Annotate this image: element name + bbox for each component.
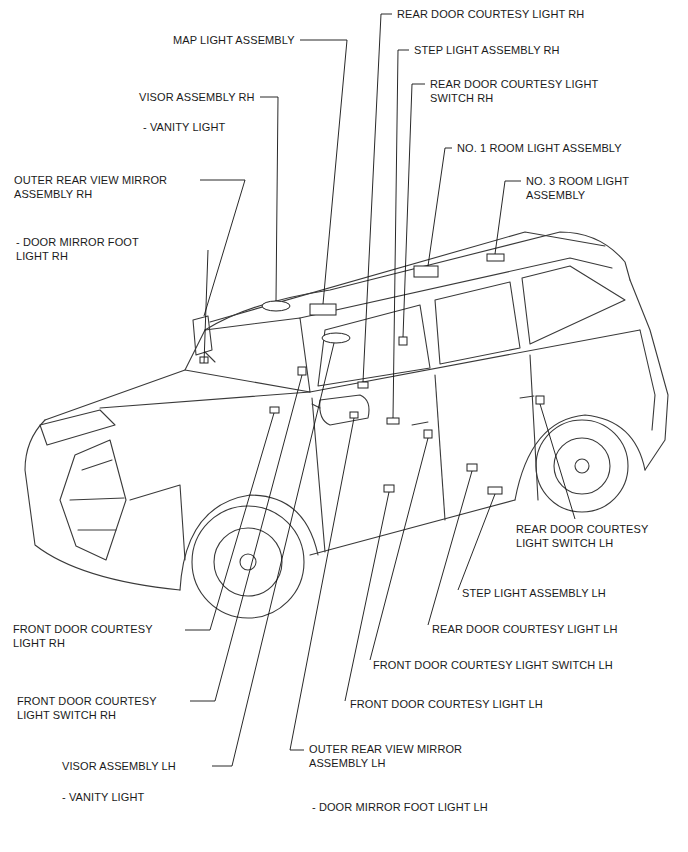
part-label: - VANITY LIGHT (62, 790, 144, 804)
part-label: STEP LIGHT ASSEMBLY RH (414, 43, 560, 57)
part-label: NO. 1 ROOM LIGHT ASSEMBLY (457, 141, 622, 155)
part-label: FRONT DOOR COURTESY LIGHT RH (13, 622, 173, 650)
part-label: NO. 3 ROOM LIGHT ASSEMBLY (526, 174, 656, 202)
part-label: FRONT DOOR COURTESY LIGHT LH (350, 697, 543, 711)
part-label: - DOOR MIRROR FOOT LIGHT RH (16, 235, 156, 263)
part-label: OUTER REAR VIEW MIRROR ASSEMBLY LH (309, 742, 479, 770)
part-label: VISOR ASSEMBLY LH (62, 759, 176, 773)
part-label: STEP LIGHT ASSEMBLY LH (462, 586, 606, 600)
part-label: REAR DOOR COURTESY LIGHT SWITCH RH (430, 77, 630, 105)
part-label: REAR DOOR COURTESY LIGHT LH (432, 622, 617, 636)
part-label: - DOOR MIRROR FOOT LIGHT LH (312, 800, 488, 814)
part-label: REAR DOOR COURTESY LIGHT SWITCH LH (516, 522, 666, 550)
part-label: VISOR ASSEMBLY RH (139, 90, 255, 104)
part-label: FRONT DOOR COURTESY LIGHT SWITCH RH (17, 694, 177, 722)
part-label: MAP LIGHT ASSEMBLY (173, 33, 295, 47)
part-label: REAR DOOR COURTESY LIGHT RH (397, 7, 584, 21)
part-label: - VANITY LIGHT (143, 120, 225, 134)
part-label: FRONT DOOR COURTESY LIGHT SWITCH LH (373, 658, 613, 672)
part-label: OUTER REAR VIEW MIRROR ASSEMBLY RH (14, 173, 194, 201)
